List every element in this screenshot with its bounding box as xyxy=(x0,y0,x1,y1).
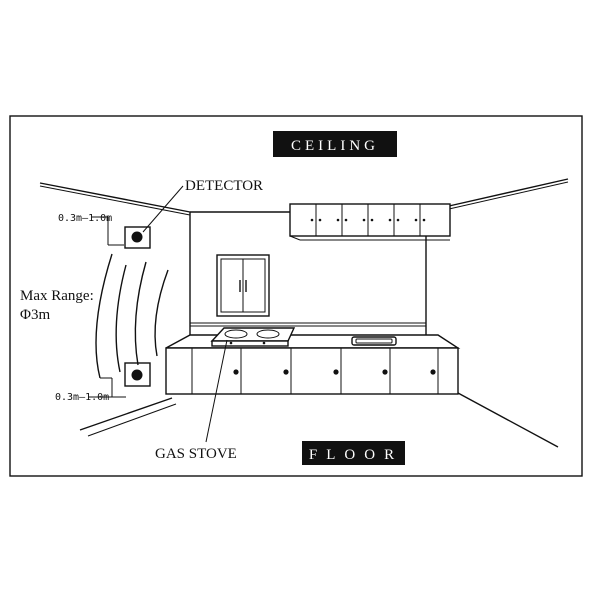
distance-marker-bottom: 0.3m—1.0m xyxy=(55,377,126,403)
wall-cabinet-box xyxy=(289,203,451,237)
cabinet-knob xyxy=(336,218,340,222)
spread-curve xyxy=(154,269,169,357)
ceiling-left-edge xyxy=(39,182,191,213)
max-range-callout: Max Range: Φ3m xyxy=(20,288,94,323)
gas-stove xyxy=(210,327,296,347)
cabinet-knob xyxy=(362,218,366,222)
base-counter xyxy=(165,334,461,395)
cabinet-knob xyxy=(310,218,314,222)
ceiling-label-box xyxy=(273,131,397,157)
cabinet-knob xyxy=(344,218,348,222)
countertop xyxy=(165,334,461,349)
detector-label: DETECTOR xyxy=(185,178,263,194)
detector-top-sensor-icon xyxy=(131,231,143,243)
floor-label-box xyxy=(302,441,405,465)
detector-bottom xyxy=(124,362,151,387)
floor-left-edge-inner xyxy=(87,403,177,437)
gas-spread-curves xyxy=(95,253,169,379)
cabinet-knob xyxy=(388,218,392,222)
cabinet-knob xyxy=(396,218,400,222)
gas-stove-label: GAS STOVE xyxy=(155,446,237,462)
cabinet-knob xyxy=(333,369,339,375)
floor-left-edge xyxy=(79,397,173,431)
floor-label: FLOOR xyxy=(302,441,405,465)
ceiling-right-edge xyxy=(448,178,569,207)
cabinet-knob xyxy=(414,218,418,222)
ceiling-left-edge-inner xyxy=(39,185,191,216)
spread-curve xyxy=(95,253,113,379)
gas-stove-front xyxy=(211,340,289,347)
floor-right-edge xyxy=(457,392,559,448)
stove-knob xyxy=(229,341,233,345)
gas-stove-leader-line xyxy=(205,339,228,443)
burner-right xyxy=(256,329,280,339)
detector-bottom-sensor-icon xyxy=(131,369,143,381)
max-range-label: Max Range: xyxy=(20,288,94,304)
gas-stove-top xyxy=(210,327,296,342)
sink-basin xyxy=(351,336,397,346)
base-cabinets xyxy=(165,347,459,395)
distance-top-text: 0.3m—1.0m xyxy=(58,213,112,224)
cabinet-knob xyxy=(422,218,426,222)
cabinet-knob xyxy=(430,369,436,375)
cabinet-knob xyxy=(318,218,322,222)
ceiling-label-text: CEILING xyxy=(291,138,379,154)
detector-callout: DETECTOR xyxy=(142,178,263,233)
gas-stove-callout: GAS STOVE xyxy=(155,339,237,462)
detector-top xyxy=(124,226,151,249)
distance-bottom-text: 0.3m—1.0m xyxy=(55,392,109,403)
stove-knob xyxy=(262,341,266,345)
detector-leader-line xyxy=(142,185,184,233)
diagram-frame xyxy=(9,115,583,477)
ceiling-right-edge-inner xyxy=(448,181,569,210)
distance-marker-top: 0.3m—1.0m xyxy=(58,213,124,246)
burner-left xyxy=(224,329,248,339)
max-range-value: Φ3m xyxy=(20,307,50,323)
spread-curve xyxy=(134,261,147,366)
spread-curve xyxy=(115,264,127,373)
wall-cabinets xyxy=(289,203,451,241)
cabinet-knob xyxy=(233,369,239,375)
cabinet-knob xyxy=(283,369,289,375)
ceiling-label: CEILING xyxy=(273,131,397,157)
room-outline xyxy=(39,178,569,448)
back-window xyxy=(216,254,270,317)
cabinet-knob xyxy=(370,218,374,222)
floor-label-text: FLOOR xyxy=(309,447,403,463)
cabinet-knob xyxy=(382,369,388,375)
sink xyxy=(351,336,397,346)
